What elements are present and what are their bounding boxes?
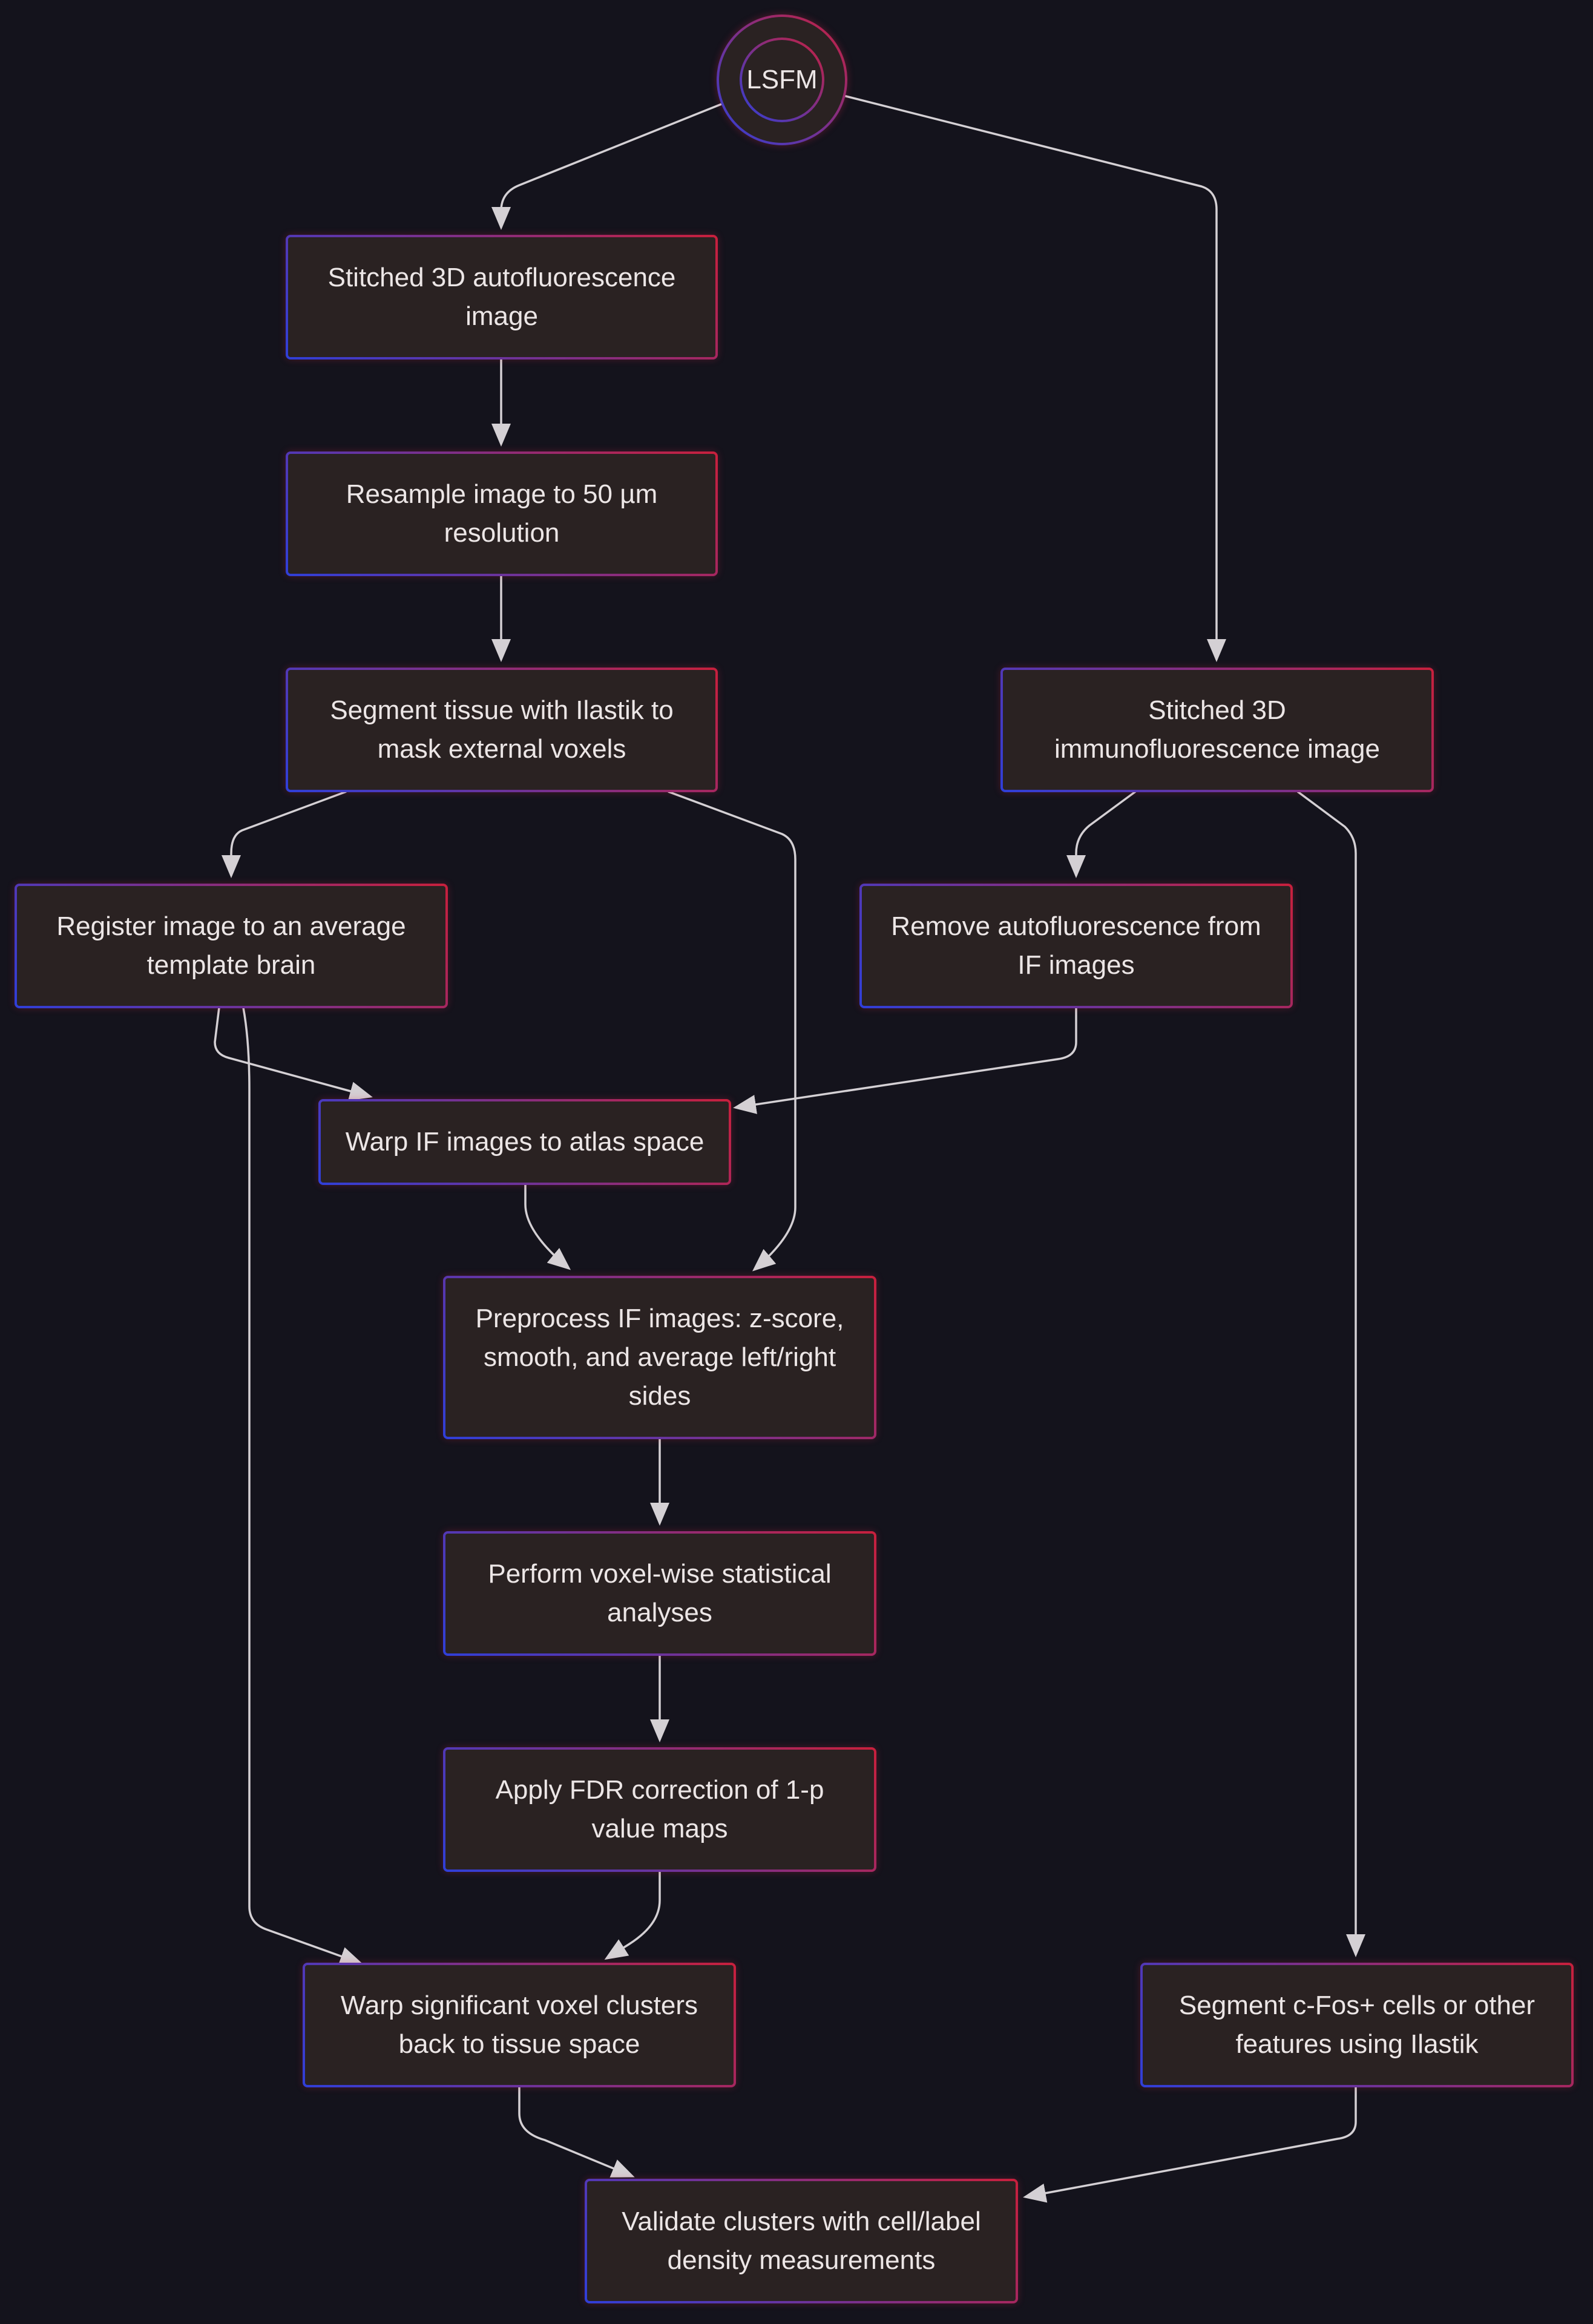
edge-stitched-if-to-remove-af (1066, 790, 1137, 878)
edge-register-to-warp-if (214, 1007, 373, 1101)
node-label: Stitched 3D autofluorescence image (327, 263, 676, 331)
node-label: Segment tissue with Ilastik to mask exte… (330, 695, 674, 764)
node-label: Warp significant voxel clusters back to … (340, 1991, 698, 2059)
edge-register-to-warp-clusters (242, 1007, 363, 1966)
node-label: Stitched 3D immunofluorescence image (1054, 695, 1381, 764)
node-segment-cells: Segment c-Fos+ cells or other features u… (1140, 1963, 1574, 2087)
node-validate-clusters: Validate clusters with cell/label densit… (585, 2179, 1018, 2303)
node-label: Validate clusters with cell/label densit… (622, 2207, 981, 2275)
node-stitched-autofluorescence: Stitched 3D autofluorescence image (286, 235, 718, 359)
node-label: Perform voxel-wise statistical analyses (488, 1559, 832, 1627)
node-preprocess-if: Preprocess IF images: z-score, smooth, a… (443, 1276, 876, 1439)
edge-warp-clusters-to-validate (518, 2087, 635, 2178)
edge-lsfm-to-stitched-af (491, 103, 722, 230)
node-stitched-immunofluorescence: Stitched 3D immunofluorescence image (1000, 668, 1434, 792)
node-segment-tissue: Segment tissue with Ilastik to mask exte… (286, 668, 718, 792)
node-label: Warp IF images to atlas space (345, 1127, 705, 1157)
edge-stitched-if-to-segment-cells (1296, 790, 1365, 1957)
node-fdr-correction: Apply FDR correction of 1-p value maps (443, 1747, 876, 1872)
node-resample: Resample image to 50 µm resolution (286, 451, 718, 576)
edge-lsfm-to-stitched-if (843, 94, 1226, 662)
start-node-lsfm: LSFM (740, 38, 824, 122)
edge-segment-tissue-to-preprocess (668, 790, 796, 1272)
node-label: Segment c-Fos+ cells or other features u… (1178, 1991, 1536, 2059)
node-register-template: Register image to an average template br… (15, 884, 448, 1008)
edge-segment-cells-to-validate (1023, 2087, 1357, 2203)
node-label: Register image to an average template br… (56, 911, 406, 980)
node-label: Resample image to 50 µm resolution (346, 479, 658, 548)
edge-segment-tissue-to-register (222, 790, 347, 878)
start-node-label: LSFM (746, 65, 818, 94)
edge-warp-if-to-preprocess (524, 1185, 571, 1270)
node-label: Remove autofluorescence from IF images (891, 911, 1261, 980)
node-remove-autofluorescence: Remove autofluorescence from IF images (859, 884, 1293, 1008)
node-label: Preprocess IF images: z-score, smooth, a… (475, 1304, 844, 1411)
node-label: Apply FDR correction of 1-p value maps (495, 1775, 824, 1843)
node-warp-if-atlas: Warp IF images to atlas space (318, 1099, 731, 1185)
node-voxelwise-analysis: Perform voxel-wise statistical analyses (443, 1531, 876, 1656)
edge-remove-af-to-warp-if (733, 1008, 1077, 1114)
edge-fdr-to-warp-clusters (604, 1871, 661, 1960)
node-warp-clusters: Warp significant voxel clusters back to … (303, 1963, 736, 2087)
